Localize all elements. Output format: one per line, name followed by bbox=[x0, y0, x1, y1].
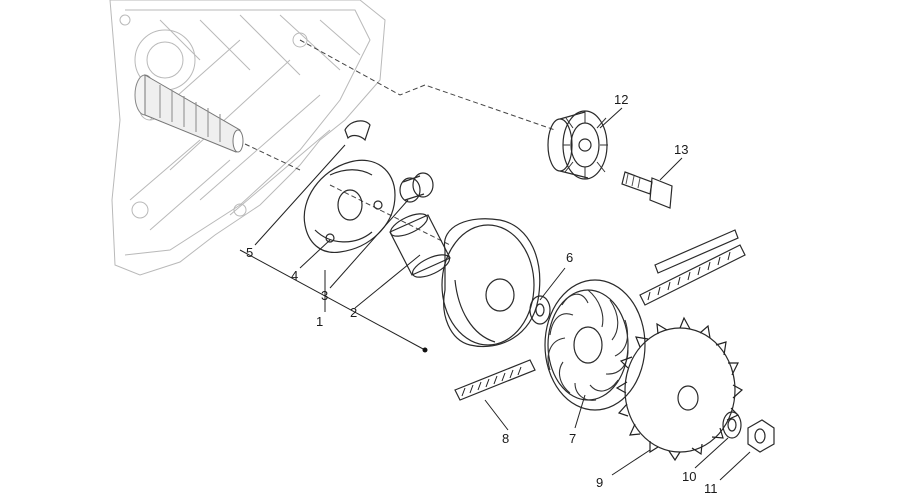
assembly-line-front bbox=[329, 184, 451, 246]
callout-10: 10 bbox=[682, 469, 696, 484]
callout-labels: 1 2 3 4 5 6 7 8 9 10 11 12 13 bbox=[246, 92, 718, 496]
crankshaft-spline bbox=[134, 74, 301, 171]
part-9-gear bbox=[615, 316, 744, 462]
callout-13: 13 bbox=[674, 142, 688, 157]
crankcase-housing bbox=[109, 0, 386, 276]
part-10-washer bbox=[722, 411, 742, 439]
callout-1: 1 bbox=[316, 314, 323, 329]
part-3-collar bbox=[399, 172, 434, 203]
part-13-bolt bbox=[621, 171, 673, 209]
part-11-nut bbox=[747, 419, 775, 453]
part-7-fan-pulley bbox=[544, 279, 646, 411]
part-8-drive-belt bbox=[454, 229, 746, 401]
part-2-bushing bbox=[389, 213, 451, 278]
callout-6: 6 bbox=[566, 250, 573, 265]
callout-7: 7 bbox=[569, 431, 576, 446]
callout-2: 2 bbox=[350, 305, 357, 320]
part-6-washer bbox=[529, 295, 551, 325]
part-4-ramp-plate bbox=[303, 159, 396, 253]
callout-9: 9 bbox=[596, 475, 603, 490]
leader-lines bbox=[254, 107, 751, 481]
assembly-line-top bbox=[299, 39, 556, 131]
callout-11: 11 bbox=[704, 481, 718, 496]
callout-12: 12 bbox=[614, 92, 628, 107]
part-1-pulley bbox=[441, 218, 541, 348]
group-bracket bbox=[239, 249, 428, 353]
part-12-roller bbox=[547, 110, 608, 180]
part-5-clip bbox=[344, 120, 371, 142]
callout-4: 4 bbox=[291, 268, 298, 283]
callout-5: 5 bbox=[246, 245, 253, 260]
callout-8: 8 bbox=[502, 431, 509, 446]
callout-3: 3 bbox=[321, 288, 328, 303]
